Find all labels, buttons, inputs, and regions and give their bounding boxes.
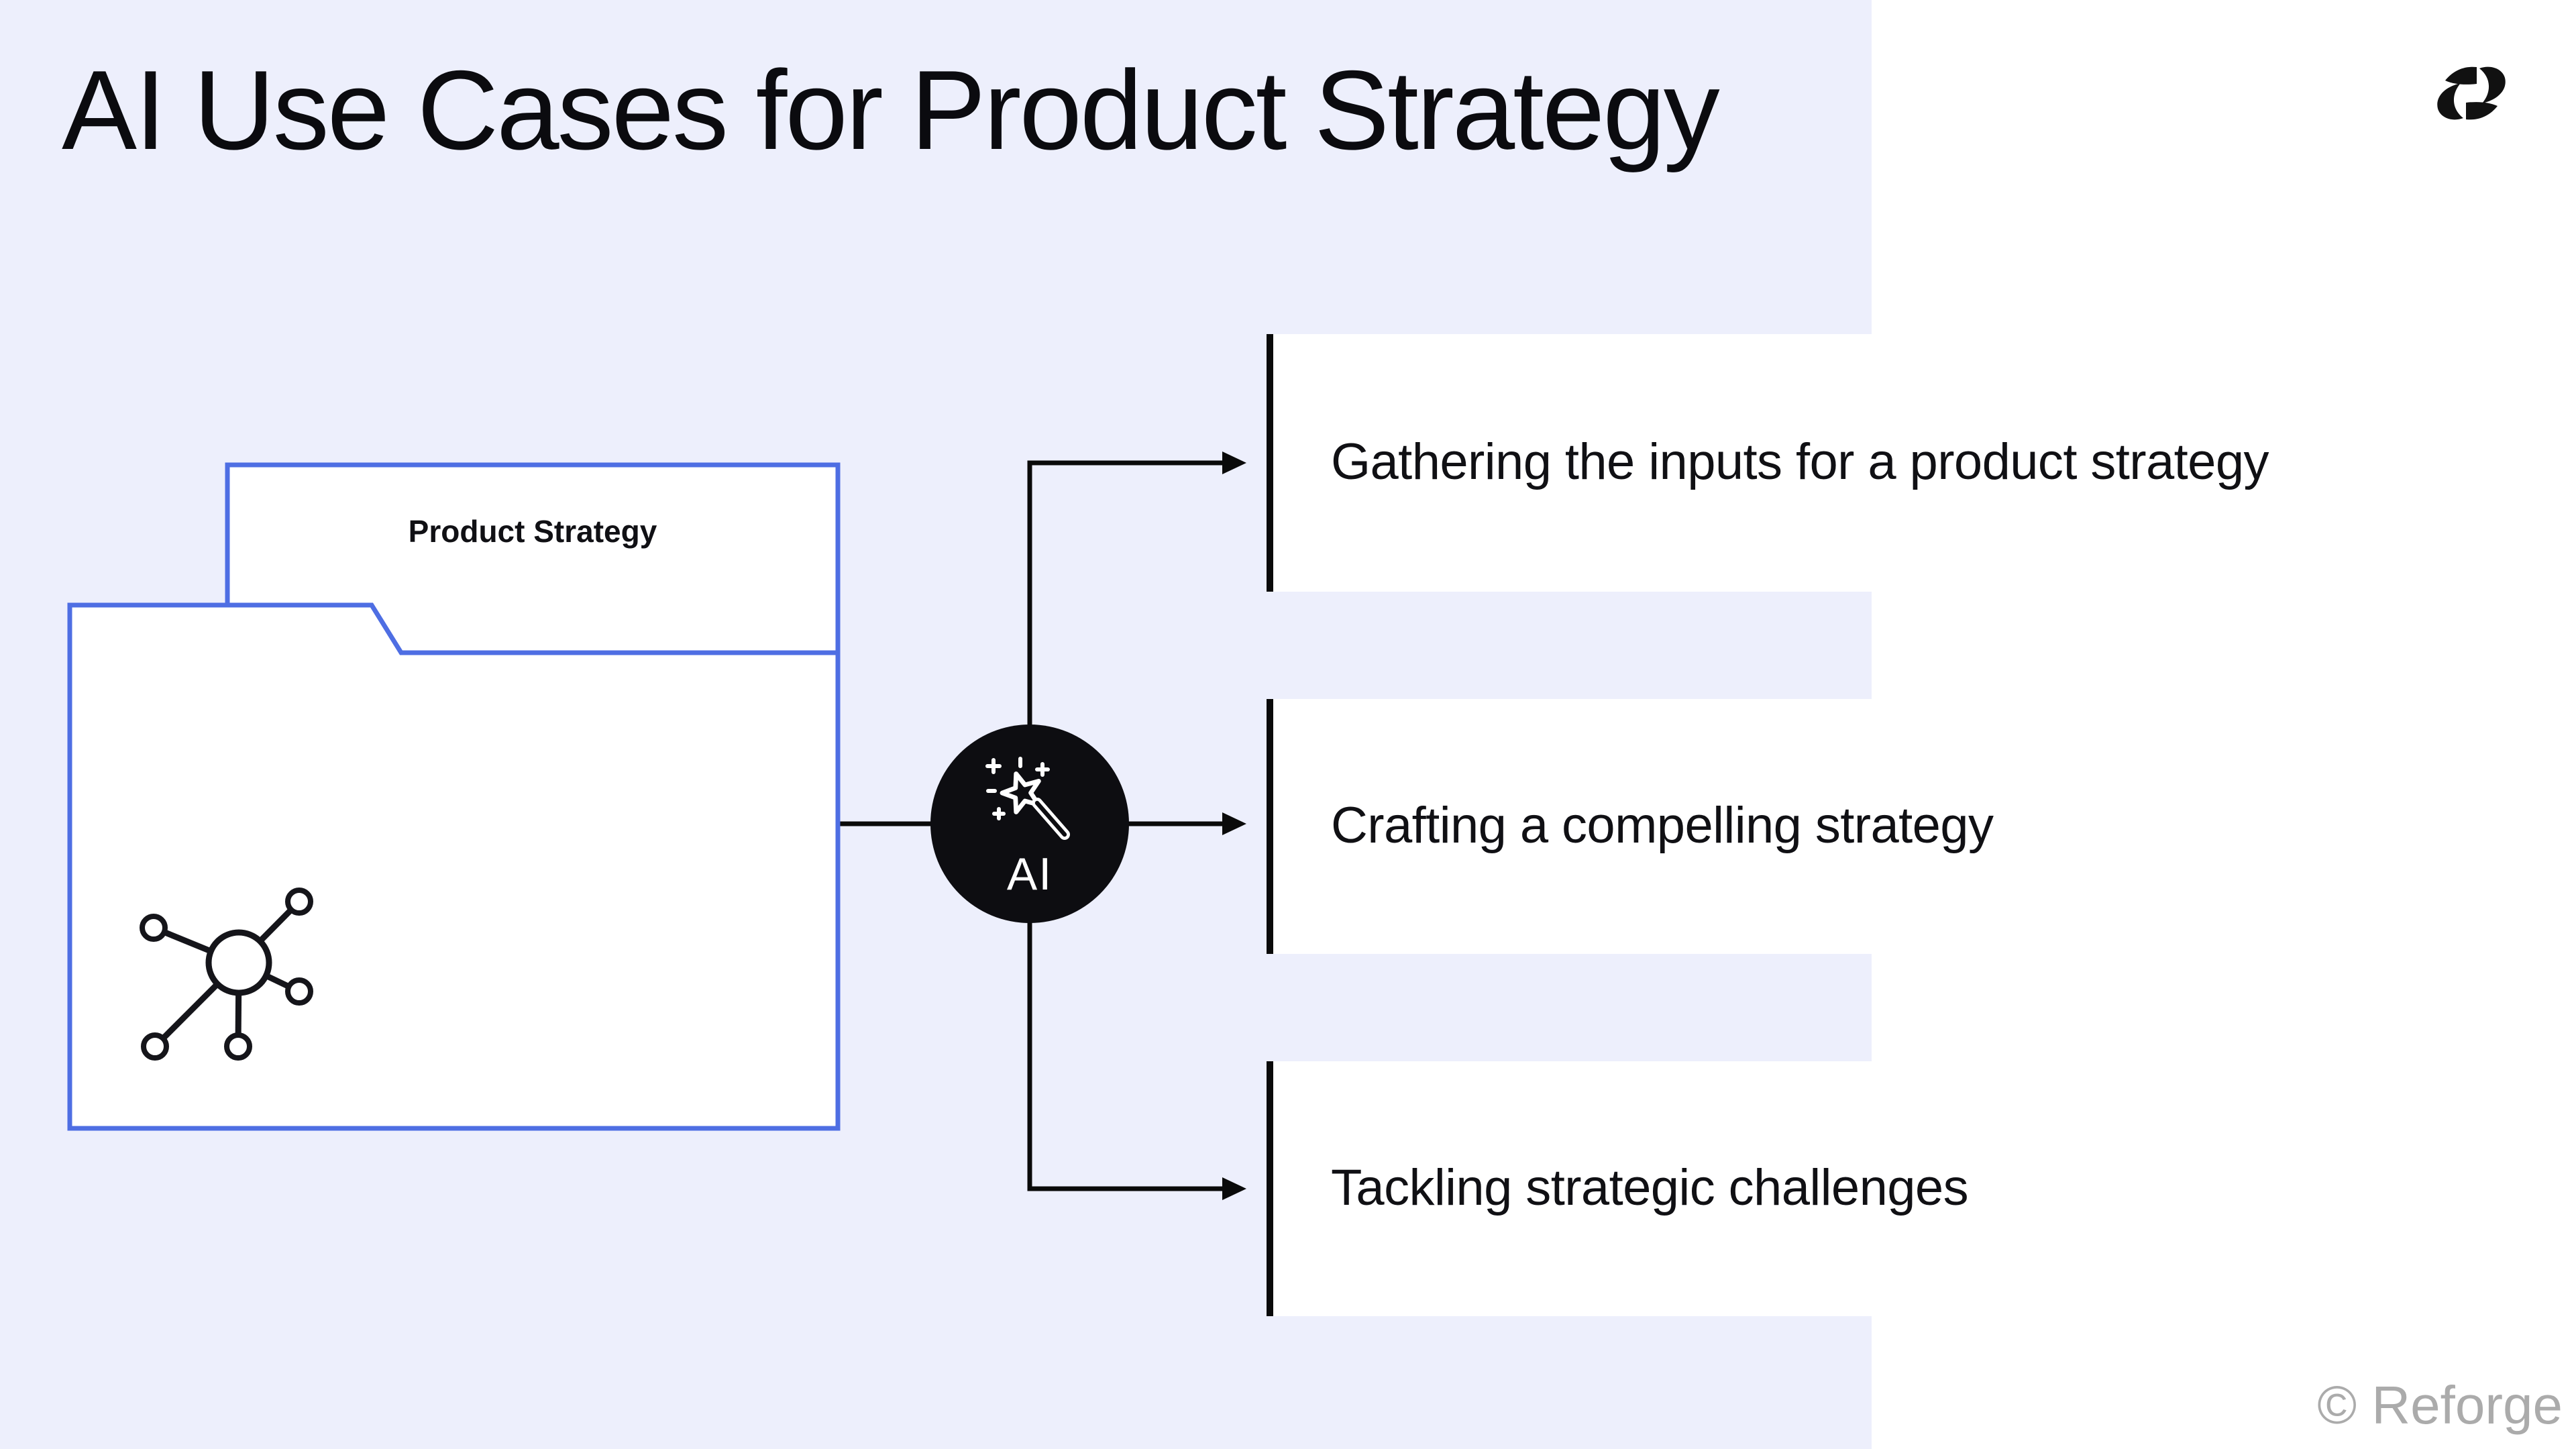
use-case-label: Tackling strategic challenges — [1331, 1160, 1969, 1216]
reforge-logo-icon — [2437, 66, 2506, 120]
use-case-label: Crafting a compelling strategy — [1331, 798, 1994, 854]
copyright-watermark: © Reforge — [2317, 1377, 2563, 1436]
use-case-row: Crafting a compelling strategy — [1267, 699, 2576, 954]
use-case-label: Gathering the inputs for a product strat… — [1331, 434, 2269, 490]
logo-fin-shape — [2445, 66, 2477, 85]
use-case-row: Gathering the inputs for a product strat… — [1267, 334, 2576, 592]
page-title: AI Use Cases for Product Strategy — [62, 47, 1720, 173]
logo-crescent-shape — [2479, 66, 2506, 103]
use-case-row: Tackling strategic challenges — [1267, 1061, 2576, 1316]
